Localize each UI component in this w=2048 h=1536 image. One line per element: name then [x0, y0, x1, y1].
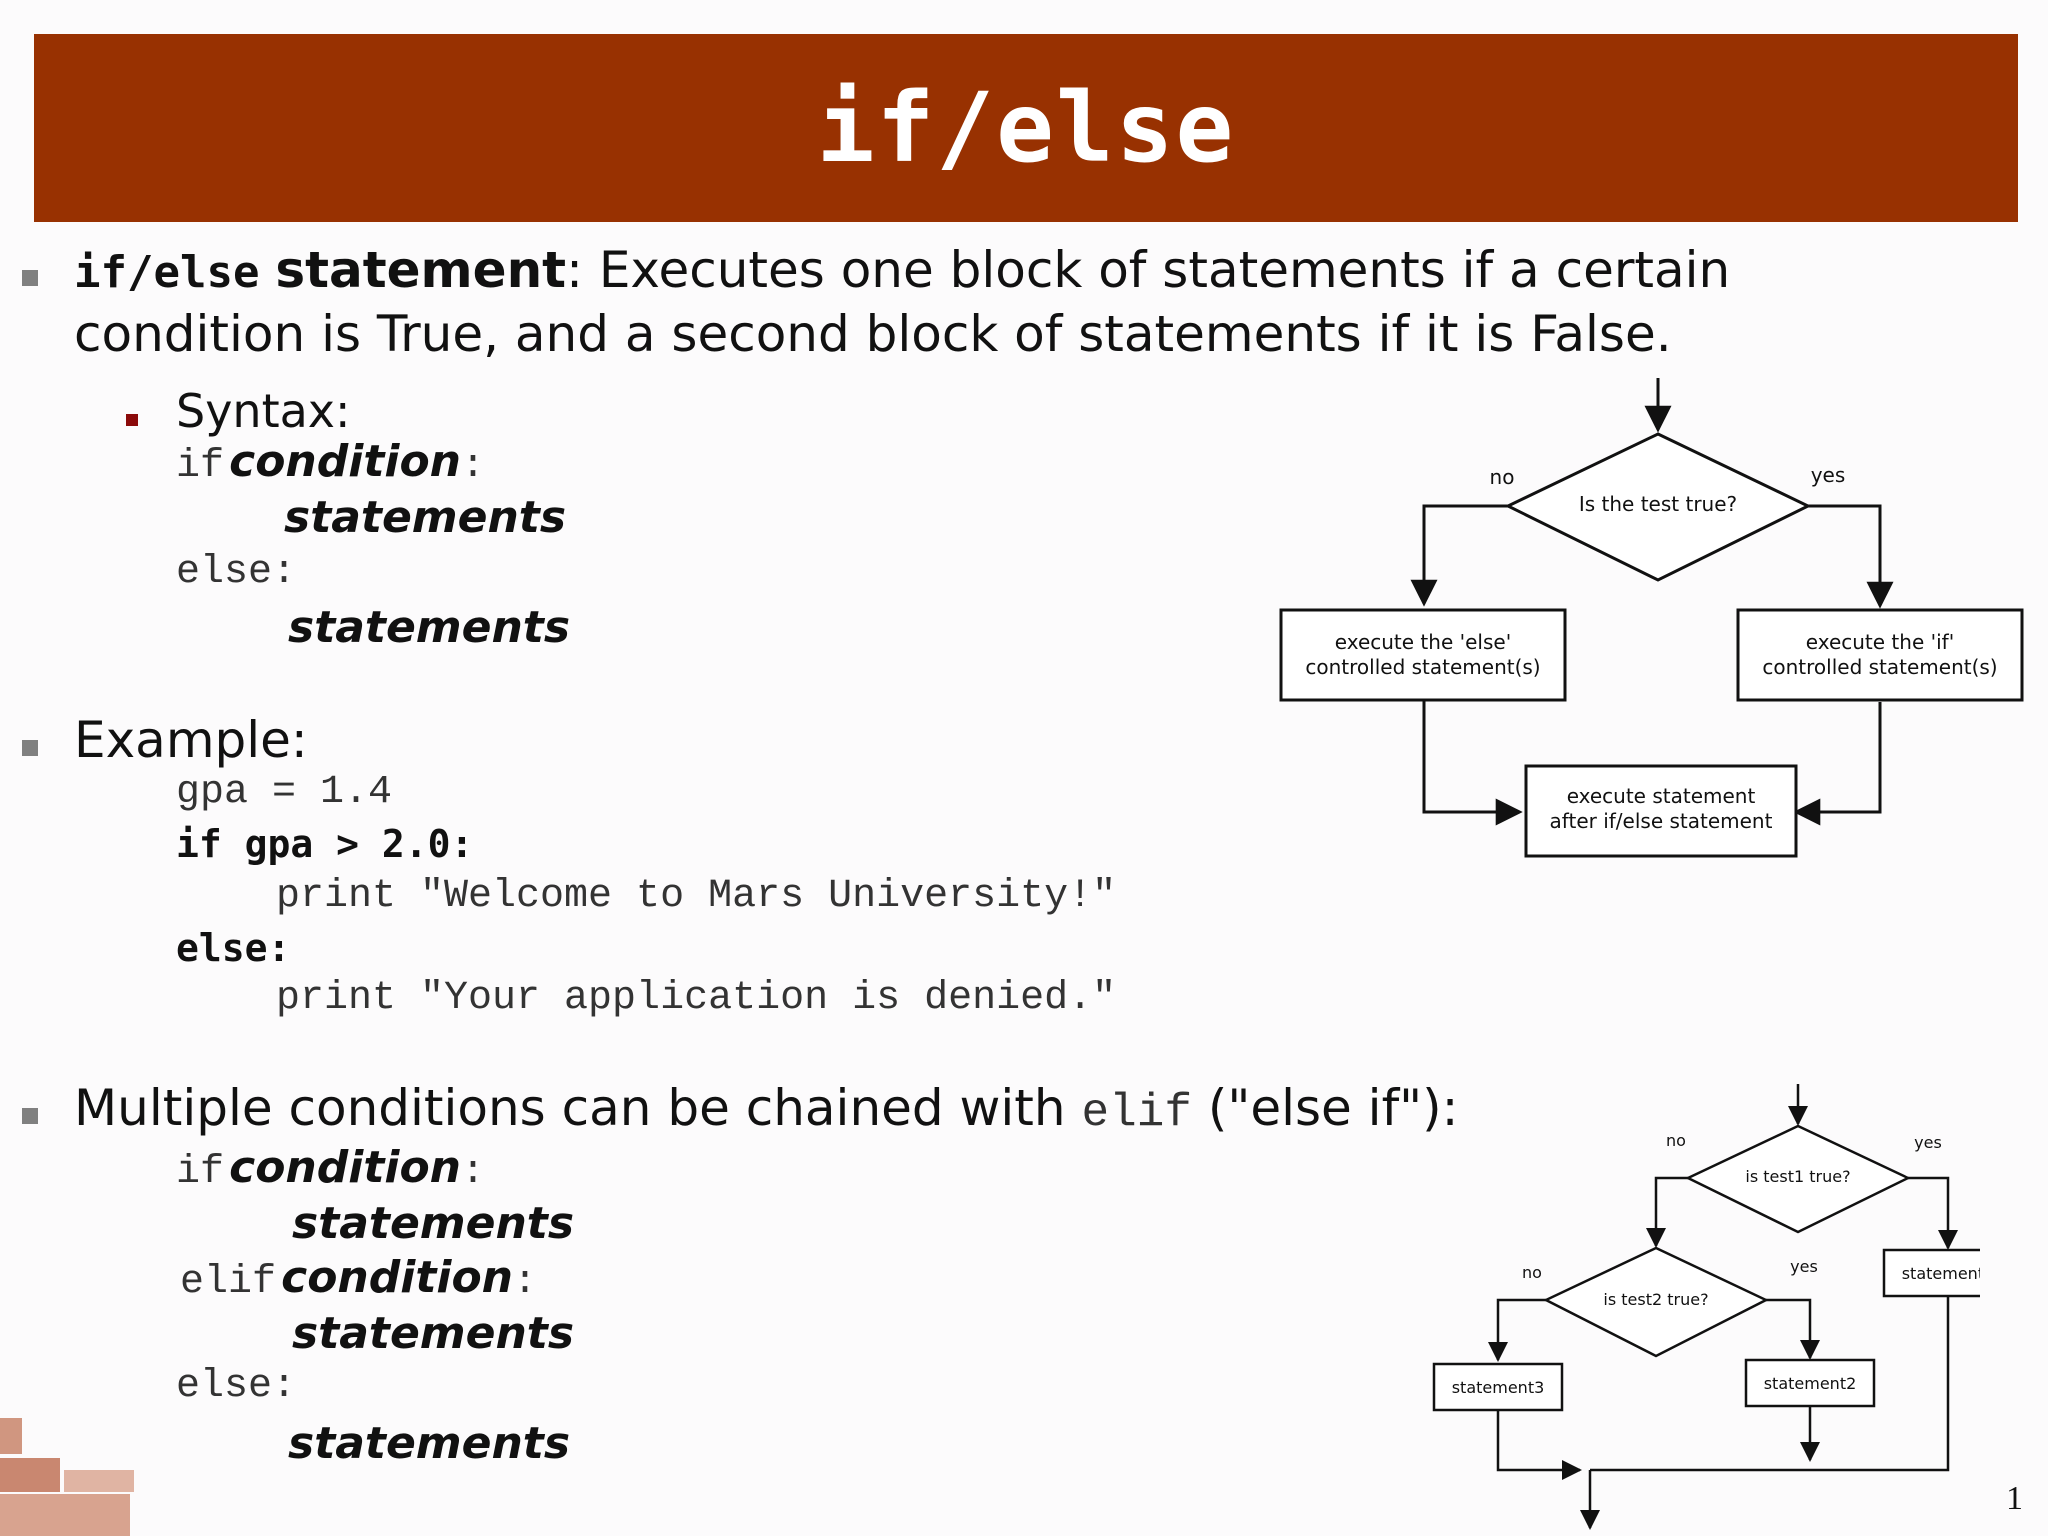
example-code-line-2: if gpa > 2.0: [176, 822, 474, 866]
elif-if-keyword: if [176, 1150, 225, 1195]
decision-2-no-label: no [1522, 1263, 1542, 1282]
decision-2-yes-label: yes [1790, 1257, 1818, 1276]
elif-condition-2: condition [281, 1252, 513, 1303]
elif-elif-keyword: elif [180, 1260, 277, 1305]
decision-2-yes-arrow [1766, 1298, 1820, 1360]
statement3-exit-arrow [1496, 1410, 1582, 1480]
if-box-line-2: controlled statement(s) [1762, 655, 1997, 679]
syntax-if-line: if condition: [176, 436, 485, 489]
elif-intro-text: Multiple conditions can be chained with [74, 1079, 1082, 1137]
if-merge-arrow [1793, 702, 1882, 826]
if-box [1736, 608, 2024, 702]
decision-1-no-arrow [1646, 1176, 1688, 1248]
after-box-line-2: after if/else statement [1550, 809, 1773, 833]
syntax-statements-if: statements [284, 492, 567, 543]
if-box-line-1: execute the 'if' [1806, 630, 1954, 654]
definition-line-1: if/else statement: Executes one block of… [74, 238, 1730, 305]
elif-if-line: if condition: [176, 1142, 485, 1195]
example-code-line-5: print "Your application is denied." [276, 976, 1117, 1021]
elif-statements-1: statements [292, 1198, 575, 1249]
decision-1-label: is test1 true? [1745, 1167, 1850, 1186]
decision-2-diamond [1543, 1246, 1769, 1358]
decision-1-yes-label: yes [1914, 1133, 1942, 1152]
syntax-statements-else: statements [288, 602, 571, 653]
decision-1-no-label: no [1666, 1131, 1686, 1150]
else-box-line-2: controlled statement(s) [1305, 655, 1540, 679]
example-label: Example: [74, 711, 308, 769]
statement1-label: statement1 [1902, 1264, 1980, 1283]
elif-flowchart: is test1 true? no yes is test2 true? no … [1432, 1084, 1980, 1530]
slide-title: if/else [816, 72, 1236, 184]
else-box-line-1: execute the 'else' [1335, 630, 1511, 654]
syntax-colon: : [461, 444, 486, 489]
else-box [1279, 608, 1567, 702]
elif-statements-2: statements [292, 1308, 575, 1359]
decision-diamond [1504, 432, 1812, 582]
syntax-if-keyword: if [176, 444, 225, 489]
elif-colon-2: : [513, 1260, 538, 1305]
decision-label: Is the test true? [1579, 492, 1737, 516]
statement2-label: statement2 [1764, 1374, 1857, 1393]
decision-2-label: is test2 true? [1603, 1290, 1708, 1309]
definition-line-2: condition is True, and a second block of… [74, 305, 1672, 363]
syntax-label: Syntax: [176, 384, 351, 438]
title-banner: if/else [34, 34, 2018, 222]
if-else-flowchart: Is the test true? no yes execute the 'el… [1279, 378, 2024, 858]
after-box-line-1: execute statement [1567, 784, 1756, 808]
elif-intro: Multiple conditions can be chained with … [74, 1076, 1459, 1145]
elif-condition-1: condition [229, 1142, 461, 1193]
syntax-else: else: [176, 550, 297, 595]
example-code-line-4: else: [176, 926, 291, 970]
elif-else: else: [176, 1364, 297, 1409]
bullet-elif [22, 1108, 38, 1124]
else-merge-arrow [1422, 700, 1523, 826]
elif-statements-3: statements [288, 1418, 571, 1469]
elif-intro-code: elif [1081, 1087, 1192, 1139]
statement3-label: statement3 [1452, 1378, 1545, 1397]
decision-1-yes-arrow [1908, 1176, 1958, 1250]
page-number: 1 [2006, 1480, 2023, 1517]
definition-bold-term: statement [275, 241, 567, 299]
definition-rest: : Executes one block of statements if a … [566, 241, 1731, 299]
no-label: no [1490, 465, 1515, 489]
elif-colon-1: : [461, 1150, 486, 1195]
bullet-example [22, 740, 38, 756]
statement3-box [1432, 1362, 1564, 1412]
definition-code-term: if/else [74, 247, 260, 298]
decision-2-no-arrow [1488, 1298, 1546, 1362]
example-code-line-1: gpa = 1.4 [176, 770, 393, 815]
after-box [1524, 764, 1798, 858]
statement1-merge-line [1590, 1296, 1950, 1472]
bullet-definition [22, 270, 38, 286]
example-code-line-3: print "Welcome to Mars University!" [276, 874, 1117, 919]
elif-elif-line: elif condition: [180, 1252, 537, 1305]
elif-intro-after: ("else if"): [1191, 1079, 1459, 1137]
yes-label: yes [1811, 463, 1846, 487]
syntax-condition: condition [229, 436, 461, 487]
bullet-syntax [126, 414, 138, 426]
yes-branch-arrow [1808, 504, 1894, 609]
decision-1-diamond [1685, 1124, 1911, 1234]
no-branch-arrow [1410, 504, 1508, 607]
